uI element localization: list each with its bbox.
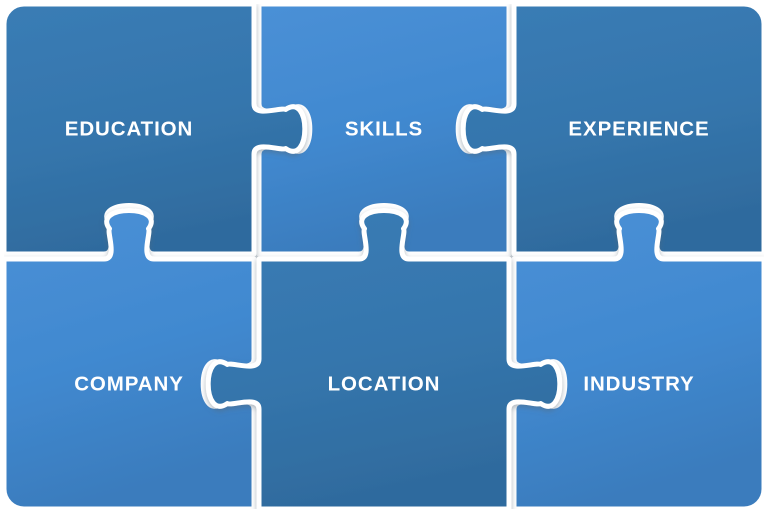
puzzle-piece-label-location: LOCATION: [328, 372, 441, 395]
puzzle-piece-skills[interactable]: [256, 4, 512, 257]
puzzle-piece-label-education: EDUCATION: [65, 117, 193, 140]
puzzle-piece-label-industry: INDUSTRY: [583, 372, 694, 395]
puzzle-piece-label-skills: SKILLS: [345, 117, 423, 140]
puzzle-pieces-group: EDUCATION SKILLS EXPERIENCE COMPANY LOCATION…: [4, 4, 764, 509]
puzzle-piece-shape-location[interactable]: [205, 207, 563, 509]
puzzle-piece-label-experience: EXPERIENCE: [568, 117, 709, 140]
puzzle-piece-shape-skills[interactable]: [256, 4, 512, 257]
puzzle-piece-location[interactable]: [205, 207, 563, 509]
puzzle-piece-label-company: COMPANY: [74, 372, 184, 395]
